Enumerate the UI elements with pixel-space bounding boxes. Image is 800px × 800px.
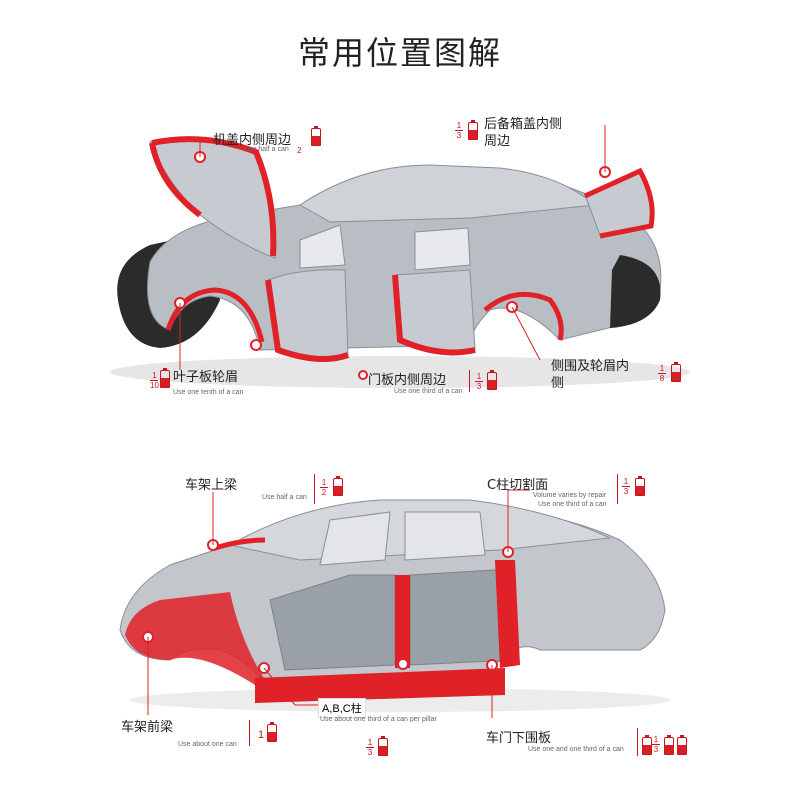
trunk-label-2: 周边 (484, 134, 511, 149)
sill-frac-num: 1 (653, 735, 659, 744)
wheel-frac-num: 1 (659, 364, 665, 373)
center-can-icon (378, 736, 388, 756)
center-frac-den: 3 (367, 748, 373, 757)
fender-can-icon (160, 368, 170, 388)
rail-frac-den: 2 (321, 488, 327, 497)
door-dot (358, 370, 368, 380)
cpillar-frac-den: 3 (623, 487, 629, 496)
rail-divider (314, 474, 315, 504)
hood-seal (151, 136, 277, 257)
center-frac-num: 1 (367, 738, 373, 747)
top-car-shadow (110, 356, 690, 388)
b-pillar-seal (395, 575, 410, 668)
fender-sub: Use one tenth of a can (173, 389, 244, 396)
sill-seal (255, 668, 505, 703)
wheel-label-1: 侧围及轮眉内 (551, 359, 630, 374)
hood-can-icon (311, 126, 321, 146)
top-front-window (299, 224, 346, 269)
fender-frac-den: 10 (150, 381, 159, 390)
rear-window-frame (404, 511, 486, 561)
rail-frac-num: 1 (321, 478, 327, 487)
hood-frac: 2 (297, 146, 302, 155)
rear-door-seal (392, 274, 476, 356)
front-door-dot (250, 339, 262, 351)
wheel-label-2: 侧 (551, 376, 565, 391)
b-pillar-dot (397, 658, 409, 670)
top-rear-bumper (610, 255, 661, 328)
wheel-can-icon (671, 362, 681, 382)
front-label: 车架前梁 (121, 720, 174, 735)
bottom-car (119, 489, 670, 718)
hood-leader (199, 139, 213, 157)
door-frac-den: 3 (476, 382, 482, 391)
sill-label: 车门下围板 (486, 731, 552, 746)
cpillar-can-icon (635, 476, 645, 496)
rear-arch-seal (483, 291, 564, 341)
door-label: 门板内侧周边 (368, 373, 447, 388)
hood-sub: Use half a can (244, 146, 289, 153)
front-can-icon (267, 722, 277, 742)
cpillar-leader (507, 489, 530, 552)
door-sub: Use one third of a can (394, 388, 463, 395)
trunk-frac-den: 3 (456, 131, 462, 140)
fender-label: 叶子板轮眉 (173, 370, 239, 385)
top-rear-window (414, 227, 471, 271)
wheel-leader (511, 306, 541, 361)
cpillar-frac-num: 1 (623, 477, 629, 486)
pillars-label: A,B,C柱 (318, 698, 366, 718)
wheel-frac-den: 8 (659, 374, 665, 383)
front-rail-seal (125, 592, 265, 685)
cpillar-divider (617, 474, 618, 504)
cpillar-sub-1: Volume varies by repair (533, 492, 607, 499)
front-divider (249, 720, 250, 746)
front-arch-seal (165, 287, 265, 343)
sill-can-icon-3 (677, 735, 687, 755)
sill-frac-den: 3 (653, 745, 659, 754)
rail-can-icon (333, 476, 343, 496)
door-frac-num: 1 (476, 372, 482, 381)
rail-label: 车架上梁 (185, 478, 238, 493)
trunk-label-1: 后备箱盖内侧 (484, 117, 563, 132)
front-sub: Use about one can (178, 741, 237, 748)
top-car (110, 125, 690, 388)
cpillar-sub-2: Use one third of a can (538, 501, 607, 508)
trunk-can-icon (468, 120, 478, 140)
sill-divider (637, 728, 638, 756)
door-divider (469, 370, 470, 392)
sill-can-icon-2 (664, 735, 674, 755)
page-title: 常用位置图解 (297, 34, 502, 72)
front-window-frame (319, 511, 391, 566)
upper-rail-seal (214, 537, 266, 551)
trunk-seal (583, 167, 655, 239)
front-frac: 1 (258, 729, 265, 741)
pillar-leader (263, 667, 318, 706)
hood-seal-side (149, 142, 202, 218)
pillars-sub: Use about one third of a can per pillar (320, 716, 437, 723)
trunk-frac-num: 1 (456, 121, 462, 130)
front-door-seal (265, 279, 350, 362)
fender-frac-num: 1 (152, 371, 157, 380)
cpillar-label: C柱切割面 (487, 478, 549, 493)
rail-sub: Use half a can (262, 494, 307, 501)
door-can-icon (487, 370, 497, 390)
sill-sub: Use one and one third of a can (528, 746, 624, 753)
hood-label: 机盖内侧周边 (213, 133, 292, 148)
c-pillar-seal (495, 560, 520, 668)
sill-can-icon-1 (642, 735, 652, 755)
